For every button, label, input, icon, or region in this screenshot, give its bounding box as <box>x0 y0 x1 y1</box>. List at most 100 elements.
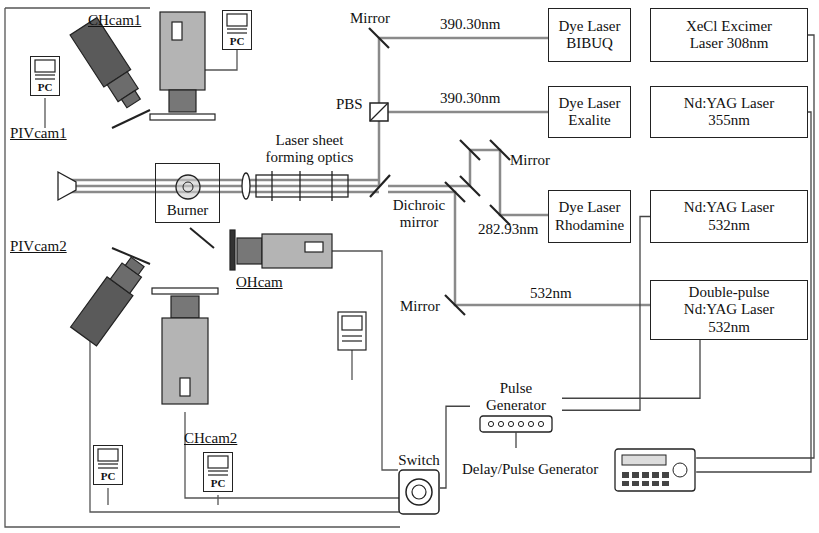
connector-socket <box>538 421 543 426</box>
mirror <box>460 140 480 160</box>
device-display <box>622 455 666 465</box>
optics-tube <box>256 175 348 197</box>
pc-slot <box>342 340 362 341</box>
wire <box>332 251 398 470</box>
device-button <box>632 472 639 478</box>
pc-slot <box>342 335 362 336</box>
dye-laser-box: Dye Laser Rhodamine <box>548 190 631 243</box>
switch-button <box>406 479 432 505</box>
dichroic-mirror <box>370 175 390 197</box>
device-case <box>399 470 439 514</box>
mirror-label: Mirror <box>510 152 550 169</box>
pc-slot <box>98 467 118 468</box>
filter-plate <box>230 230 235 270</box>
node-text: XeCl Excimer Laser 308nm <box>673 18 785 53</box>
device-button <box>622 481 629 486</box>
camera-label: CHcam1 <box>88 12 141 29</box>
camera-lens <box>169 90 196 112</box>
ohcam-camera <box>230 230 332 270</box>
pivcam1-camera <box>70 18 147 113</box>
node-text: Double-pulse Nd:YAG Laser 532nm <box>673 284 785 336</box>
component-label: PBS <box>336 96 363 113</box>
mirror-label: Mirror <box>350 10 390 27</box>
pulse-generator: Pulse Generator <box>470 380 562 433</box>
wire <box>107 488 108 505</box>
pc-screen <box>227 14 247 26</box>
node-text: Delay/Pulse Generator <box>462 461 598 478</box>
delay-generator-drawing <box>614 448 696 492</box>
pc-drawing <box>206 455 230 477</box>
camera-lens <box>237 238 262 264</box>
node-text: Pulse Generator <box>470 380 562 415</box>
node-text: Dye Laser BIBUQ <box>557 18 622 53</box>
pc-label: PC <box>211 477 226 490</box>
node-text: Burner <box>167 202 209 219</box>
switch-button <box>412 485 426 499</box>
sheet-optics <box>58 171 348 201</box>
wavelength-label: 390.30nm <box>440 90 500 107</box>
wavelength-label: 532nm <box>530 285 572 302</box>
dye-laser-box: Dye Laser Exalite <box>548 86 631 138</box>
mirror <box>369 28 389 48</box>
delay-generator: Delay/Pulse Generator <box>462 448 696 492</box>
camera-label: PIVcam1 <box>10 125 67 142</box>
device-button <box>622 472 629 478</box>
component-label: Laser sheet forming optics <box>252 132 367 167</box>
pc-icon <box>338 312 366 350</box>
pc-label: PC <box>38 81 53 94</box>
dye-laser-box: Dye Laser BIBUQ <box>548 8 631 62</box>
camera-lens <box>121 91 140 108</box>
signal-cable <box>562 340 700 398</box>
node-text: Switch <box>398 452 440 469</box>
pulse-generator-drawing <box>479 415 553 433</box>
pc-icon: PC <box>93 445 123 485</box>
pc-slot <box>227 32 247 33</box>
connector-socket <box>508 421 513 426</box>
component-label: Dichroic mirror <box>388 197 450 232</box>
beam-532nm <box>388 192 650 305</box>
device-button <box>652 481 659 486</box>
wire <box>351 350 352 380</box>
wire <box>217 495 218 505</box>
camera-label: PIVcam2 <box>10 238 67 255</box>
camera-detail <box>172 22 182 40</box>
laser-beams <box>70 38 650 305</box>
mirror <box>445 182 465 202</box>
pc-slot <box>35 78 55 79</box>
pc-drawing <box>225 13 249 35</box>
pump-laser-box: XeCl Excimer Laser 308nm <box>650 8 808 62</box>
device-button <box>662 481 669 486</box>
mirror <box>445 295 465 315</box>
camera-body <box>262 234 332 268</box>
pc-slot <box>35 74 55 75</box>
connector-socket <box>528 421 533 426</box>
pc-drawing <box>96 448 120 470</box>
wire <box>185 412 400 498</box>
pump-laser-box: Double-pulse Nd:YAG Laser 532nm <box>650 280 808 340</box>
device-button <box>652 472 659 478</box>
camera-detail <box>180 378 190 396</box>
camera-detail <box>305 242 323 252</box>
pc-slot <box>208 474 228 475</box>
wire <box>5 8 400 527</box>
pc-screen <box>35 60 55 72</box>
mirror <box>490 140 510 160</box>
wire <box>44 98 45 128</box>
camera-body <box>162 318 208 404</box>
pump-laser-box: Nd:YAG Laser 355nm <box>650 86 808 138</box>
pc-label: PC <box>101 470 116 483</box>
wire <box>90 335 400 512</box>
burner-drawing <box>173 172 203 202</box>
signal-cable <box>562 217 650 411</box>
pc-slot <box>98 463 118 464</box>
connector-socket <box>488 421 493 426</box>
camera-label: CHcam2 <box>184 430 237 447</box>
node-text: Nd:YAG Laser 355nm <box>673 95 785 130</box>
node-text: Dye Laser Exalite <box>557 95 622 130</box>
optics-ring <box>271 171 272 201</box>
connector-socket <box>498 421 503 426</box>
wire <box>205 48 237 70</box>
filter-plate <box>112 110 150 128</box>
mirror <box>190 228 214 248</box>
